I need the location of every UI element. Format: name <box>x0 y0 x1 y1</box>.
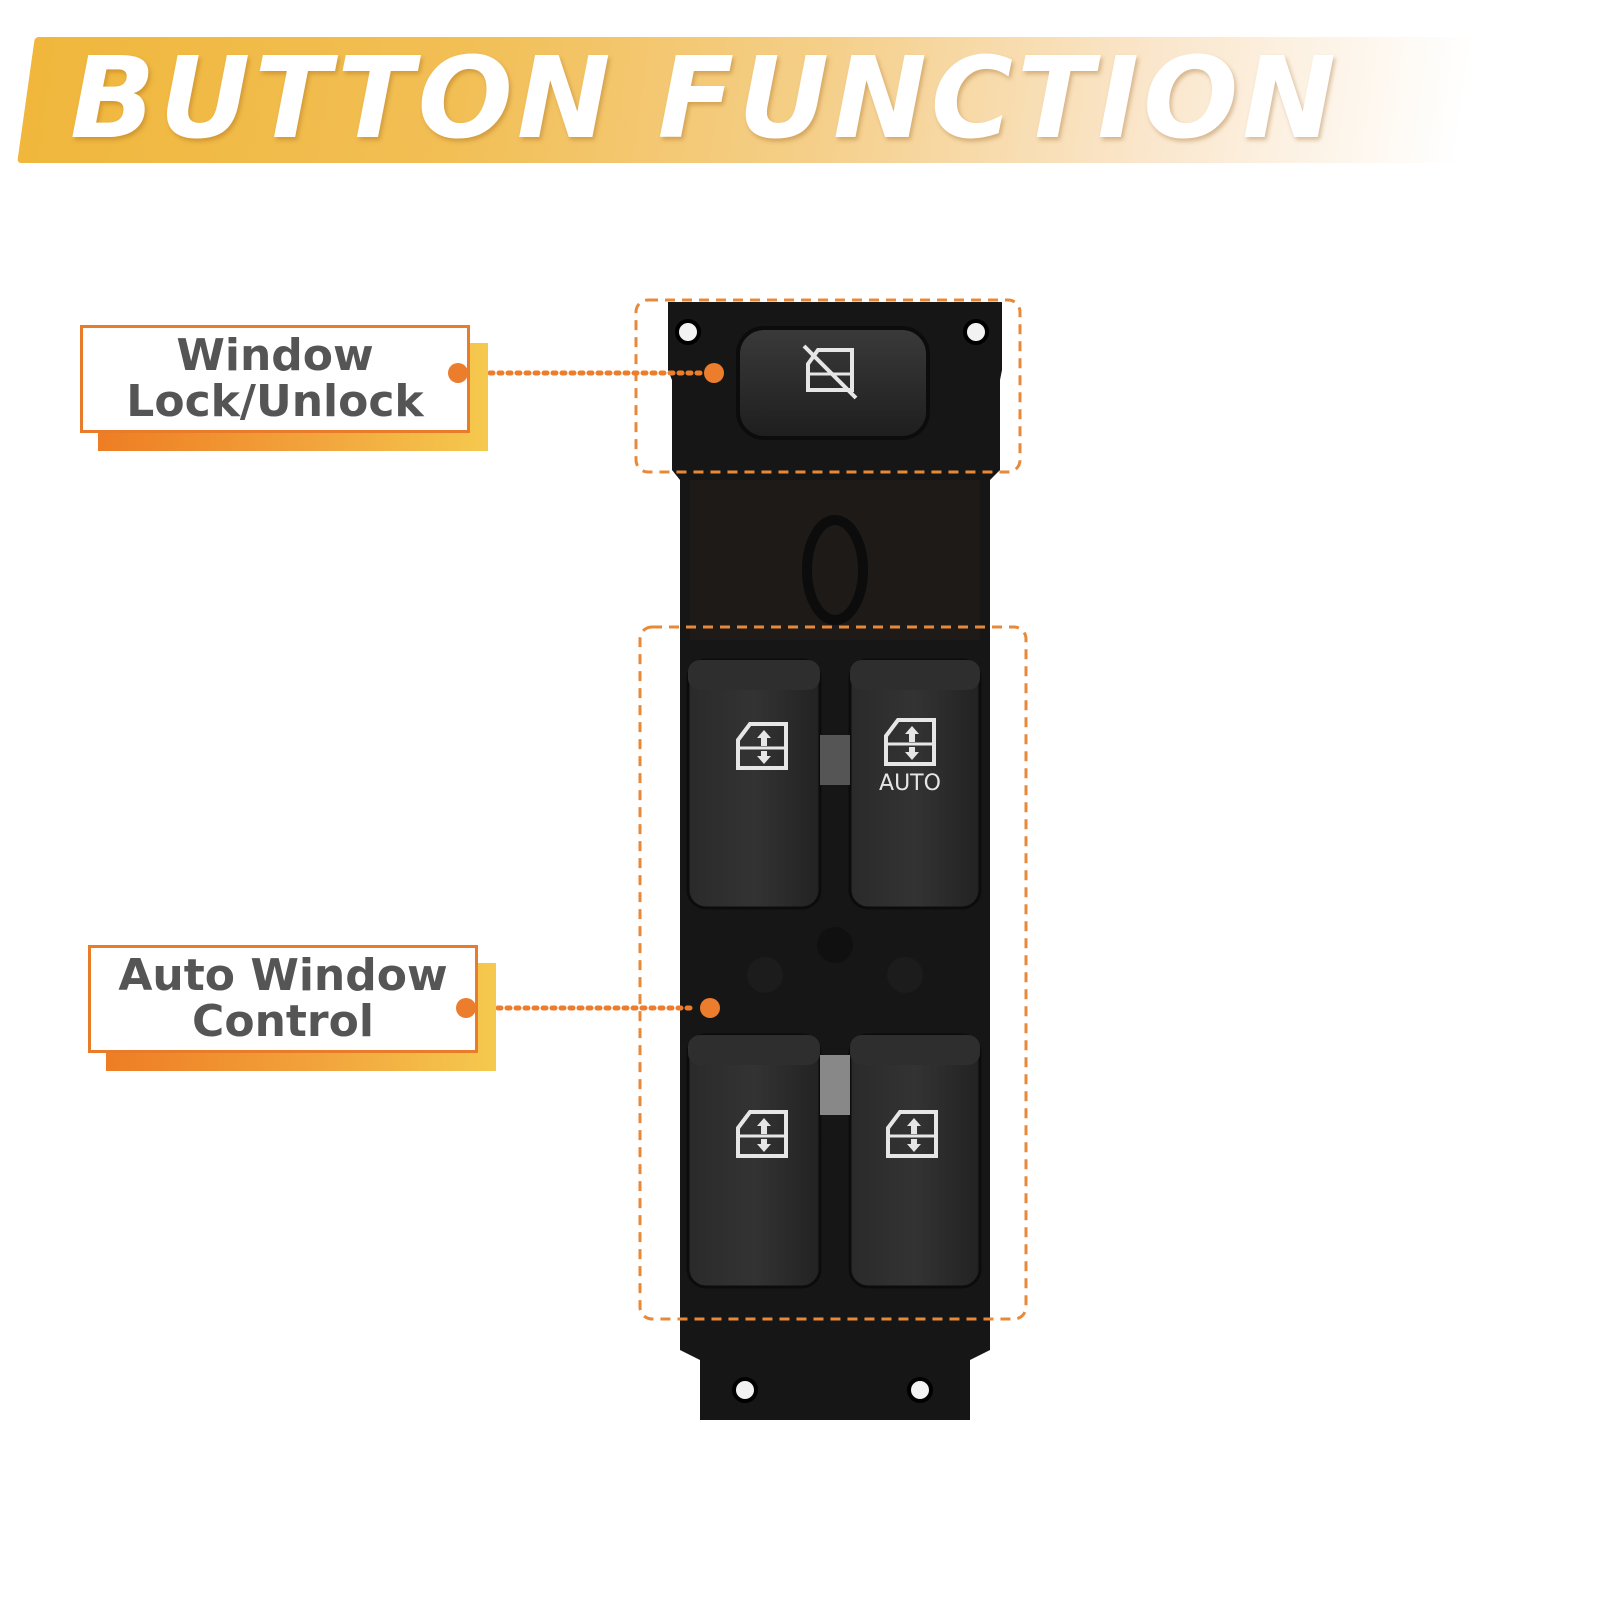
window-switch-front-left <box>686 658 822 910</box>
auto-callout-line1: Auto Window <box>118 950 448 1001</box>
auto-callout-line2: Control <box>192 996 374 1047</box>
lock-callout: Window Lock/Unlock <box>80 325 488 451</box>
screw-hole-icon <box>732 1377 758 1403</box>
auto-connector-dot <box>700 998 720 1018</box>
auto-label: AUTO <box>879 771 941 796</box>
lock-highlight-frame <box>634 298 1022 474</box>
lock-button <box>736 326 930 440</box>
screw-hole-icon <box>675 319 701 345</box>
lock-callout-line2: Lock/Unlock <box>126 376 424 427</box>
lock-callout-line1: Window <box>176 330 374 381</box>
window-switch-rear-right <box>848 1033 982 1289</box>
window-switch-rear-left <box>686 1033 822 1289</box>
auto-window-highlight-frame <box>638 625 1028 1321</box>
auto-callout-dot <box>456 998 476 1018</box>
lock-callout-dot <box>448 363 468 383</box>
screw-hole-icon <box>907 1377 933 1403</box>
lock-connector-dot <box>704 363 724 383</box>
page-title: BUTTON FUNCTION <box>70 34 1341 164</box>
window-lock-icon <box>802 344 858 400</box>
screw-hole-icon <box>963 319 989 345</box>
auto-window-callout: Auto Window Control <box>88 945 496 1071</box>
